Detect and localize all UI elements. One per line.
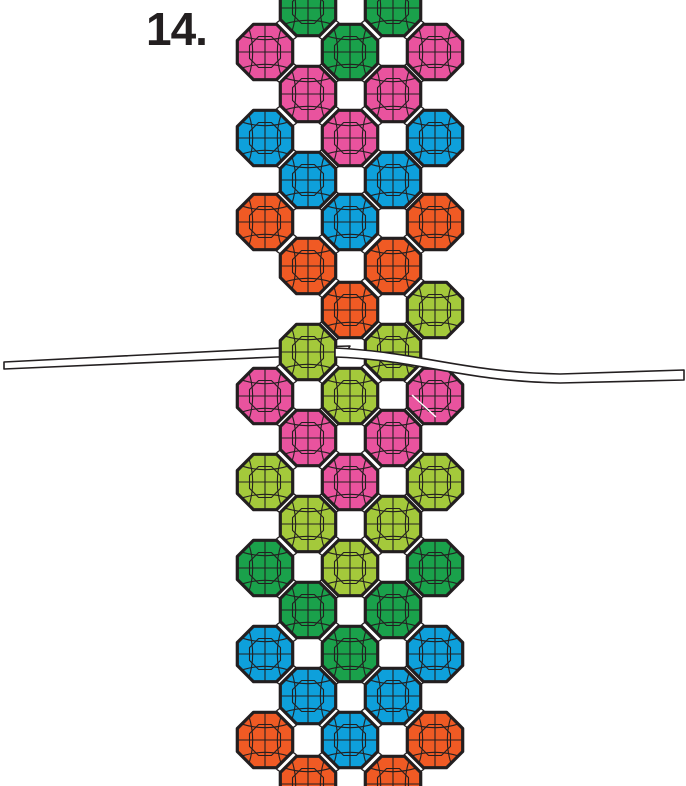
bead-blue xyxy=(322,194,377,249)
bead-blue xyxy=(407,110,462,165)
bead-pink xyxy=(365,66,420,121)
bead-pink xyxy=(280,66,335,121)
bead-blue xyxy=(280,668,335,723)
bead-green xyxy=(322,24,377,79)
bead-lime xyxy=(322,540,377,595)
bead-lime xyxy=(280,496,335,551)
bead-pink xyxy=(322,454,377,509)
bead-orange xyxy=(407,712,462,767)
bead-blue xyxy=(237,626,292,681)
bead-pink xyxy=(280,410,335,465)
bead-pink xyxy=(237,368,292,423)
bead-orange xyxy=(280,238,335,293)
bead-green xyxy=(280,582,335,637)
bead-orange xyxy=(407,194,462,249)
bead-lime xyxy=(280,324,335,379)
bead-blue xyxy=(322,712,377,767)
bead-orange xyxy=(237,194,292,249)
bead-pink xyxy=(365,410,420,465)
bead-lime xyxy=(322,368,377,423)
bead-orange xyxy=(237,712,292,767)
thread-front xyxy=(335,348,684,417)
bead-grid xyxy=(237,0,462,786)
bead-blue xyxy=(365,668,420,723)
bead-pink xyxy=(237,24,292,79)
bead-lime xyxy=(407,454,462,509)
bead-green xyxy=(407,540,462,595)
bead-pink xyxy=(322,110,377,165)
bead-lime xyxy=(407,282,462,337)
bead-green xyxy=(322,626,377,681)
bead-orange xyxy=(365,238,420,293)
bead-blue xyxy=(280,152,335,207)
bead-orange xyxy=(322,282,377,337)
bead-blue xyxy=(237,110,292,165)
bead-blue xyxy=(407,626,462,681)
bead-green xyxy=(365,582,420,637)
bead-blue xyxy=(365,152,420,207)
bead-lime xyxy=(237,454,292,509)
bead-lime xyxy=(365,496,420,551)
bead-pink xyxy=(407,24,462,79)
bead-green xyxy=(237,540,292,595)
